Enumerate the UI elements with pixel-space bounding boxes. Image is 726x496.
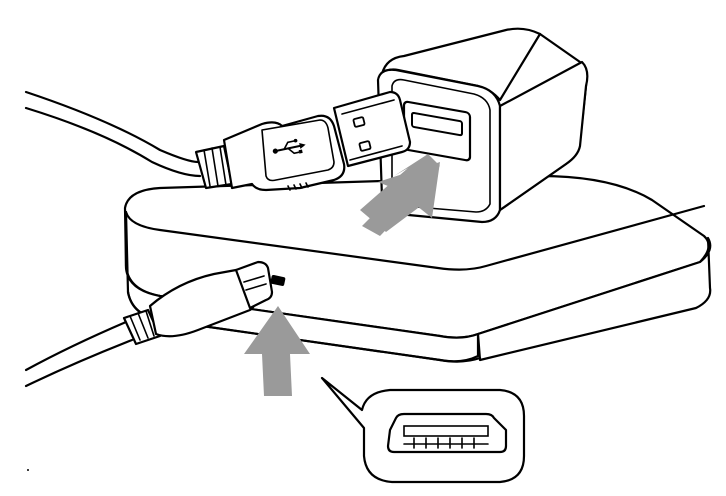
micro-usb-cable [24,260,274,388]
micro-usb-port-closeup [386,412,508,454]
port-callout [320,376,526,484]
micro-usb-port [270,275,286,286]
insert-arrow-micro-usb [244,306,310,396]
speck [27,469,29,471]
usb-trident-icon [272,138,306,155]
insert-arrow-usb-a-fill [362,162,440,236]
usb-a-cable [24,90,412,192]
